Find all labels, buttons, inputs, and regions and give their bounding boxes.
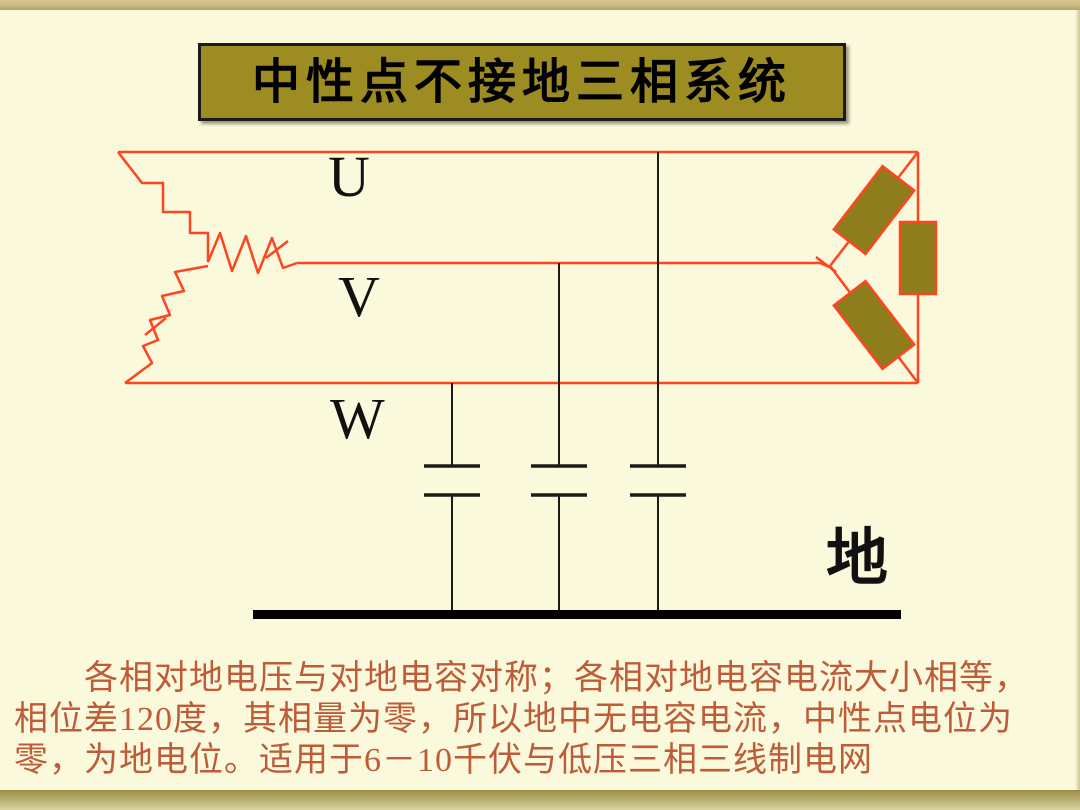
capacitor-branches xyxy=(451,152,659,612)
body-line-1: 各相对地电压与对地电容对称；各相对地电容电流大小相等， xyxy=(84,660,1029,697)
winding-w xyxy=(124,264,209,385)
load-resistor-upper xyxy=(832,164,916,256)
slide-title: 中性点不接地三相系统 xyxy=(251,56,792,109)
load-resistor-vertical xyxy=(898,220,938,296)
phase-label-u: U xyxy=(328,144,370,209)
phase-label-w: W xyxy=(330,386,385,451)
body-paragraph: 各相对地电压与对地电容对称；各相对地电容电流大小相等， 相位差120度，其相量为… xyxy=(14,658,1068,781)
winding-v-cross xyxy=(265,240,289,259)
capacitor-v-plates xyxy=(531,464,587,497)
phase-conductors xyxy=(117,150,920,385)
title-box: 中性点不接地三相系统 xyxy=(198,43,846,121)
winding-w-cross xyxy=(144,317,167,336)
ground-bar xyxy=(253,610,901,619)
capacitor-w-plates xyxy=(424,464,480,497)
top-edge-bar xyxy=(0,0,1080,10)
load-resistor-lower xyxy=(832,279,916,371)
body-line-3: 零，为地电位。适用于6－10千伏与低压三相三线制电网 xyxy=(14,742,873,779)
junction-notch xyxy=(815,256,837,273)
load-resistors xyxy=(832,164,938,371)
body-line-2: 相位差120度，其相量为零，所以地中无电容电流，中性点电位为 xyxy=(14,701,1013,738)
capacitor-plates xyxy=(424,464,686,497)
winding-u xyxy=(117,151,210,262)
capacitor-u-plates xyxy=(630,464,686,497)
bottom-edge-bar xyxy=(0,790,1080,810)
ground-label: 地 xyxy=(826,525,889,593)
right-edge-bar xyxy=(1075,10,1080,790)
winding-v xyxy=(206,231,298,275)
phase-label-v: V xyxy=(338,264,380,329)
